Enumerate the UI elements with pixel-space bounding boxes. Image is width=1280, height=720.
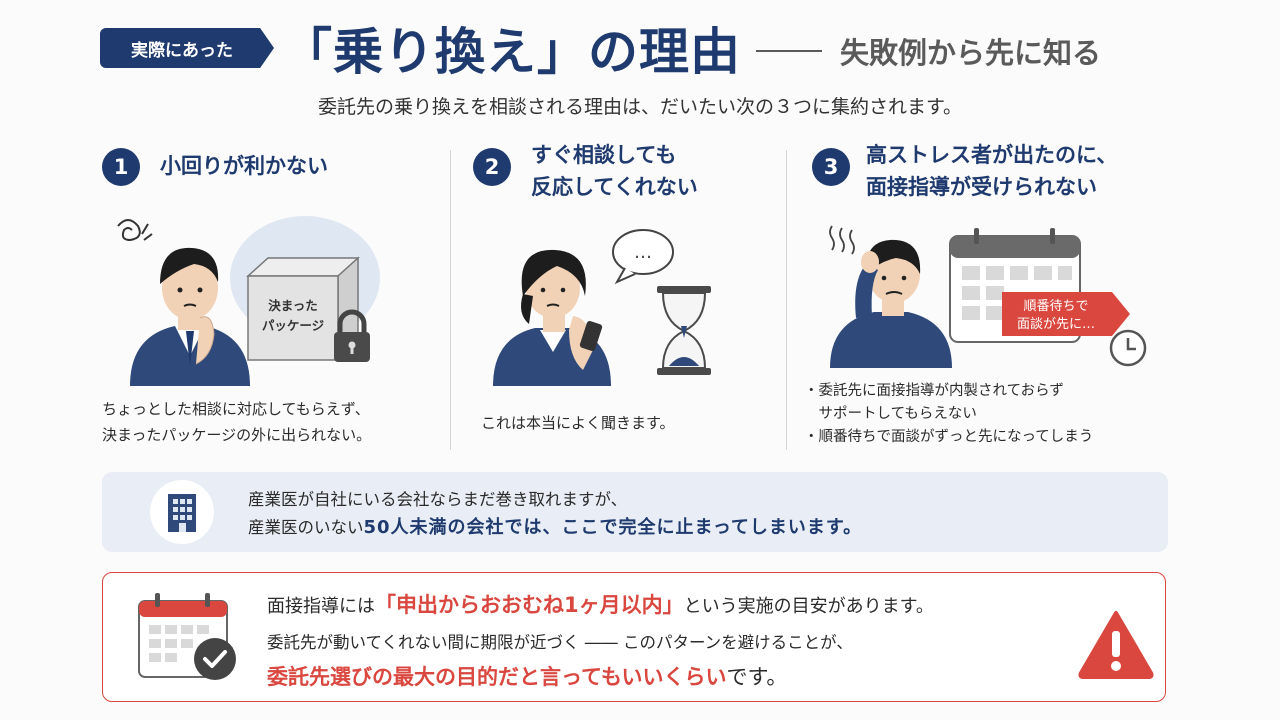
subtitle-dash [756, 50, 822, 52]
warning-line-1-post: という実施の目安があります。 [683, 596, 934, 617]
reason-3-title: 高ストレス者が出たのに、 面接指導が受けられない [866, 140, 1117, 203]
box-label-1: 決まった [268, 298, 318, 313]
info-banner: 産業医が自社にいる会社ならまだ巻き取れますが、 産業医のいない50人未満の会社で… [102, 472, 1168, 552]
info-line-2-emphasis: 50人未満の会社では、ここで完全に止まってしまいます。 [363, 517, 863, 539]
reason-1: 1 小回りが利かない 決まった パッケージ [100, 140, 445, 455]
warning-highlight-deadline: 「申出からおおむね1ヶ月以内」 [375, 593, 684, 617]
reason-2-number: 2 [473, 148, 511, 186]
reason-3-number: 3 [812, 148, 850, 186]
building-icon-wrap [150, 480, 214, 544]
info-line-2-pre: 産業医のいない [248, 518, 364, 538]
column-divider-2 [786, 150, 787, 450]
info-line-2: 産業医のいない50人未満の会社では、ここで完全に止まってしまいます。 [248, 513, 862, 543]
reason-3-bullets: ・委託先に面接指導が内製されておらず サポートしてもらえない ・順番待ちで面談が… [804, 380, 1093, 450]
warning-line-1: 面接指導には「申出からおおむね1ヶ月以内」という実施の目安があります。 [267, 589, 934, 619]
warning-line-1-pre: 面接指導には [267, 596, 375, 617]
page-title: 「乗り換え」の理由 [282, 23, 741, 81]
speech-bubble-icon: … [612, 229, 674, 285]
bubble-text: … [634, 242, 652, 263]
warning-line-2: 委託先が動いてくれない間に期限が近づく ―― このパターンを避けることが、 [267, 633, 853, 652]
warning-box: 面接指導には「申出からおおむね1ヶ月以内」という実施の目安があります。 委託先が… [102, 572, 1166, 702]
stressed-man [830, 239, 952, 368]
confused-man [130, 247, 250, 386]
reason-2-description: これは本当によく聞きます。 [481, 414, 675, 432]
calendar-check-icon [138, 593, 236, 680]
reason-1-illustration: 決まった パッケージ [117, 216, 380, 386]
reason-3-bullet-1-line-2: サポートしてもらえない [804, 406, 977, 423]
page-subtitle-wrap: 失敗例から先に知る [756, 30, 1101, 72]
package-box-icon: 決まった パッケージ [246, 256, 360, 362]
page-subtitle: 失敗例から先に知る [840, 36, 1102, 70]
info-line-1: 産業医が自社にいる会社ならまだ巻き取れますが、 [248, 490, 628, 509]
reason-2-title: すぐ相談しても 反応してくれない [531, 140, 698, 203]
stress-lines-icon [829, 225, 855, 255]
waiting-flag: 順番待ちで 面談が先に… [1002, 292, 1130, 336]
reason-1-desc-line-1: ちょっとした相談に対応してもらえず、 [102, 400, 370, 418]
hourglass-icon [657, 286, 711, 375]
warning-highlight-purpose: 委託先選びの最大の目的だと言ってもいいくらい [267, 665, 727, 689]
reason-3: 3 高ストレス者が出たのに、 面接指導が受けられない [800, 140, 1180, 455]
flag-line-1: 順番待ちで [1023, 299, 1088, 314]
woman-with-phone [493, 249, 611, 386]
info-text: 産業医が自社にいる会社ならまだ巻き取れますが、 産業医のいない50人未満の会社で… [248, 486, 862, 543]
reason-1-description: ちょっとした相談に対応してもらえず、 決まったパッケージの外に出られない。 [102, 396, 371, 449]
box-label-2: パッケージ [262, 318, 325, 333]
warning-line-3-post: です。 [726, 665, 788, 689]
reason-3-illustration: 順番待ちで 面談が先に… [829, 225, 1147, 368]
intro-text: 委託先の乗り換えを相談される理由は、だいたい次の３つに集約されます。 [317, 96, 963, 118]
reason-3-bullet-1-line-1: ・委託先に面接指導が内製されておらず [804, 383, 1064, 399]
flag-line-2: 面談が先に… [1017, 316, 1095, 332]
phone-icon [579, 320, 603, 352]
reason-1-desc-line-2: 決まったパッケージの外に出られない。 [102, 426, 372, 445]
clock-icon [1109, 329, 1147, 367]
warning-triangle-icon [1078, 611, 1154, 679]
reason-3-bullet-2: ・順番待ちで面談がずっと先になってしまう [804, 429, 1094, 446]
reason-2-title-line-1: すぐ相談しても [531, 143, 677, 167]
reason-2: 2 すぐ相談しても 反応してくれない … これ [465, 140, 783, 455]
building-icon [168, 494, 196, 532]
reason-2-illustration: … [493, 229, 711, 386]
reason-3-title-line-2: 面接指導が受けられない [866, 174, 1097, 199]
reason-1-number: 1 [102, 148, 140, 186]
reason-1-title: 小回りが利かない [160, 154, 328, 178]
header-tag: 実際にあった [100, 28, 274, 68]
warning-line-3: 委託先選びの最大の目的だと言ってもいいくらいです。 [267, 661, 787, 691]
reason-3-title-line-1: 高ストレス者が出たのに、 [866, 143, 1118, 167]
reason-2-title-line-2: 反応してくれない [531, 174, 698, 199]
confused-swirl-icon [117, 219, 153, 242]
padlock-icon [334, 309, 370, 362]
column-divider-1 [450, 150, 451, 450]
